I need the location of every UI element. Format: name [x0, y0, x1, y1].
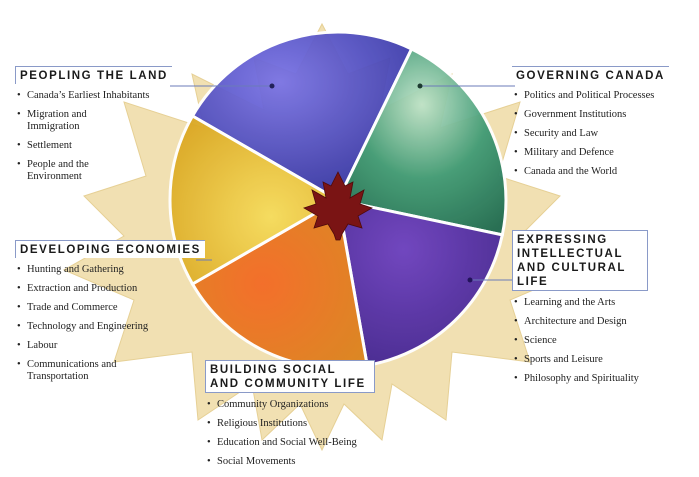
list-item: Trade and Commerce [15, 302, 215, 314]
list-expressing: Learning and the Arts Architecture and D… [512, 297, 692, 385]
list-item: Government Institutions [512, 109, 692, 121]
list-building: Community Organizations Religious Instit… [205, 399, 425, 468]
segment-expressing [336, 198, 505, 368]
pointer-governing [417, 83, 423, 89]
heading-peopling: PEOPLING THE LAND [15, 66, 172, 84]
list-item: Military and Defence [512, 147, 692, 159]
segment-governing [335, 46, 508, 237]
list-item: Canada and the World [512, 166, 692, 178]
list-item: Sports and Leisure [512, 354, 692, 366]
list-item: Hunting and Gathering [15, 264, 215, 276]
list-item: Community Organizations [205, 399, 425, 411]
list-item: Learning and the Arts [512, 297, 692, 309]
list-item: Politics and Political Processes [512, 90, 664, 102]
list-item: Labour [15, 340, 215, 352]
pointer-peopling [269, 83, 275, 89]
section-building: BUILDING SOCIAL AND COMMUNITY LIFE Commu… [205, 360, 425, 475]
list-developing: Hunting and Gathering Extraction and Pro… [15, 264, 215, 383]
list-item: Settlement [15, 140, 205, 152]
list-item: Technology and Engineering [15, 321, 215, 333]
heading-developing: DEVELOPING ECONOMIES [15, 240, 205, 258]
section-expressing: EXPRESSING INTELLECTUAL AND CULTURAL LIF… [512, 230, 692, 392]
section-developing: DEVELOPING ECONOMIES Hunting and Gatheri… [15, 240, 215, 390]
list-item: Extraction and Production [15, 283, 215, 295]
list-item: Security and Law [512, 128, 692, 140]
list-item: Architecture and Design [512, 316, 692, 328]
section-governing: GOVERNING CANADA Politics and Political … [512, 66, 692, 185]
list-item: Philosophy and Spirituality [512, 373, 692, 385]
section-peopling: PEOPLING THE LAND Canada’s Earliest Inha… [15, 66, 205, 190]
list-peopling: Canada’s Earliest Inhabitants Migration … [15, 90, 205, 183]
list-governing: Politics and Political Processes Governm… [512, 90, 692, 178]
list-item: Canada’s Earliest Inhabitants [15, 90, 157, 102]
list-item: Social Movements [205, 456, 425, 468]
maple-leaf-icon [303, 171, 373, 241]
list-item: Science [512, 335, 692, 347]
heading-expressing: EXPRESSING INTELLECTUAL AND CULTURAL LIF… [512, 230, 648, 291]
heading-governing: GOVERNING CANADA [512, 66, 669, 84]
list-item: Religious Institutions [205, 418, 425, 430]
list-item: Education and Social Well-Being [205, 437, 425, 449]
heading-building: BUILDING SOCIAL AND COMMUNITY LIFE [205, 360, 375, 393]
list-item: Migration and Immigration [15, 109, 137, 133]
list-item: Communications and Transportation [15, 359, 167, 383]
pointer-expressing [467, 277, 473, 283]
list-item: People and the Environment [15, 159, 137, 183]
